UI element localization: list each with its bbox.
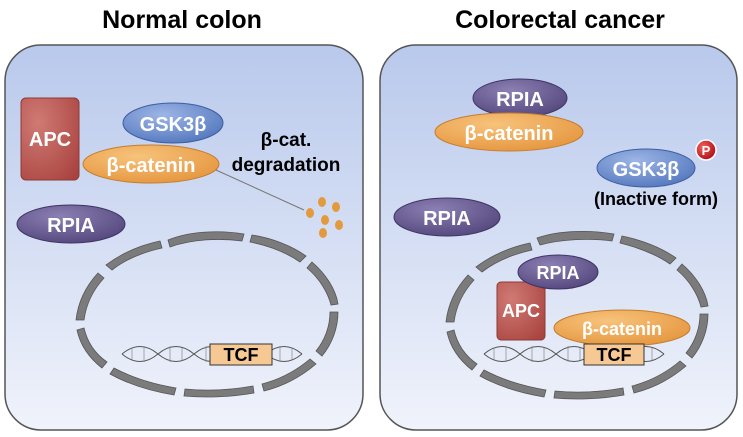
inactive-form-label: (Inactive form) bbox=[594, 189, 718, 209]
rpia-mid-label: RPIA bbox=[423, 208, 471, 230]
beta-catenin-top-label: β-catenin bbox=[465, 123, 554, 145]
beta-catenin-top-protein bbox=[434, 112, 584, 152]
rpia-nuclear-label: RPIA bbox=[536, 263, 579, 283]
nucleus-envelope-right bbox=[445, 230, 709, 400]
degradation-label-line1: β-cat. bbox=[261, 130, 312, 151]
apc-nuclear-label: APC bbox=[502, 301, 540, 321]
degradation-label-line2: degradation bbox=[232, 155, 341, 176]
degradation-fragments bbox=[306, 197, 343, 238]
degradation-arrow bbox=[215, 169, 305, 211]
nucleus-envelope bbox=[75, 231, 339, 398]
phosphate-label: P bbox=[702, 143, 711, 158]
tcf-label: TCF bbox=[224, 345, 259, 365]
apc-label: APC bbox=[29, 129, 71, 151]
rpia-label: RPIA bbox=[47, 215, 95, 237]
tcf-label-right: TCF bbox=[597, 345, 632, 365]
apc-protein bbox=[20, 97, 80, 181]
apc-nuclear-protein bbox=[496, 281, 546, 341]
phosphate-icon bbox=[695, 139, 717, 161]
rpia-mid-protein bbox=[393, 197, 501, 237]
tcf-box-right bbox=[583, 343, 645, 366]
rpia-nuclear-protein bbox=[517, 254, 599, 290]
beta-catenin-protein bbox=[82, 144, 220, 184]
left-panel-title: Normal colon bbox=[102, 6, 262, 34]
gsk3b-protein bbox=[122, 102, 224, 144]
rpia-top-label: RPIA bbox=[496, 89, 544, 111]
beta-catenin-label: β-catenin bbox=[107, 155, 196, 177]
tcf-box bbox=[209, 343, 273, 366]
gsk3b-inactive-protein bbox=[596, 148, 696, 188]
gsk3b-label: GSK3β bbox=[140, 114, 207, 136]
right-panel-title: Colorectal cancer bbox=[455, 6, 665, 34]
rpia-protein bbox=[16, 204, 126, 244]
beta-catenin-nuclear-label: β-catenin bbox=[582, 319, 662, 339]
gsk3b-inactive-label: GSK3β bbox=[613, 159, 680, 181]
